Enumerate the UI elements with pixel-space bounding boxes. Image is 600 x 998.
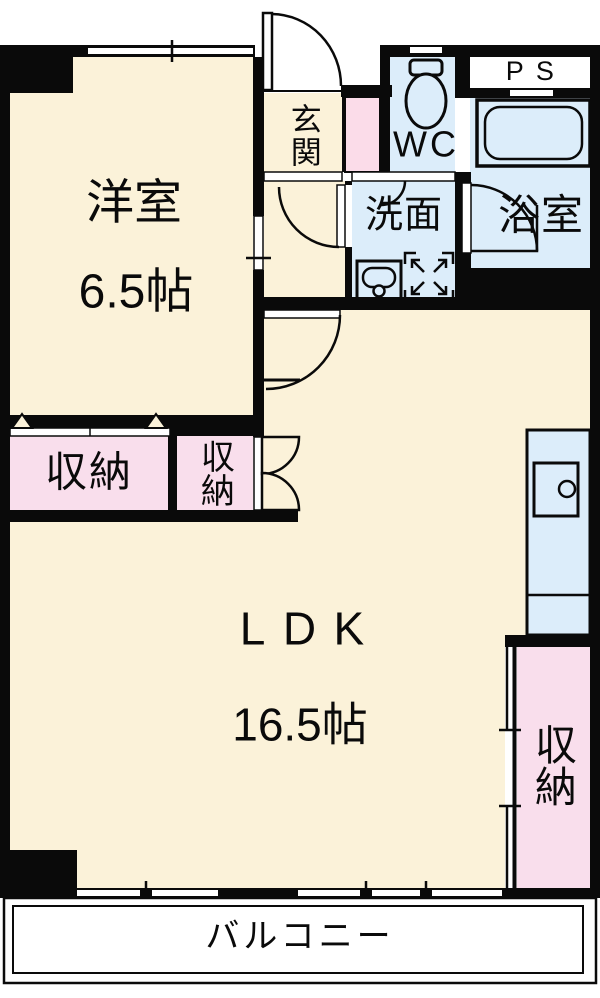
slider-marker bbox=[10, 412, 34, 429]
closet-kitchen-floor bbox=[515, 647, 590, 888]
ldk-size: 16.5帖 bbox=[232, 698, 368, 751]
wall-entrance-right-stub bbox=[341, 85, 392, 97]
ldk-label: LDK bbox=[239, 602, 382, 655]
balcony bbox=[2, 896, 598, 985]
pipe-space-label: PS bbox=[505, 56, 567, 87]
wall-bifold-top-stub bbox=[253, 415, 264, 437]
balcony-label: バルコニー bbox=[205, 917, 395, 956]
entrance-threshold bbox=[263, 171, 343, 182]
entrance-door bbox=[261, 11, 343, 92]
wall-wc-left bbox=[380, 45, 390, 181]
window-ldk-bottom-2 bbox=[152, 890, 218, 896]
wall-wc-ps-divider bbox=[455, 45, 470, 98]
toilet-icon bbox=[404, 58, 448, 130]
washroom-threshold bbox=[351, 171, 456, 182]
wall-bath-door-top bbox=[462, 172, 471, 183]
wc-door-arc bbox=[380, 180, 407, 207]
washroom-doorway bbox=[345, 185, 352, 247]
bathroom-floor bbox=[470, 98, 590, 268]
wall-western-bottom bbox=[10, 415, 253, 428]
bathroom-door bbox=[470, 183, 539, 253]
slider-marker bbox=[144, 412, 168, 429]
western-doorway bbox=[253, 215, 264, 271]
closet-sub-label: 収納 bbox=[195, 439, 234, 507]
window-ldk-bottom-4 bbox=[372, 890, 420, 896]
pipe-space-floor bbox=[470, 57, 590, 88]
entrance-floor bbox=[264, 93, 342, 172]
door-swings bbox=[261, 11, 539, 391]
closet-main-floor bbox=[10, 436, 168, 510]
western-room-label: 洋室 bbox=[85, 176, 183, 230]
wall-corner-block-sw bbox=[8, 850, 77, 893]
window-wc-top bbox=[410, 47, 442, 53]
washroom-door-leaf bbox=[336, 184, 346, 248]
bathroom-doorway bbox=[461, 182, 472, 254]
entrance-door-arc bbox=[271, 12, 343, 87]
kitchen-sink-icon bbox=[532, 461, 580, 518]
ldk-door bbox=[264, 314, 342, 391]
entrance-side-strip bbox=[344, 96, 381, 173]
wall-bath-bottom-block bbox=[463, 268, 590, 310]
ldk-threshold bbox=[263, 309, 341, 319]
western-room-size: 6.5帖 bbox=[78, 265, 194, 319]
wall-hallway-bottom bbox=[253, 297, 351, 310]
entrance-label: 玄関 bbox=[285, 103, 321, 169]
bathroom-door-arc bbox=[470, 183, 539, 252]
wall-closet-bottom bbox=[0, 510, 298, 522]
wall-ldk-bottom bbox=[10, 888, 505, 898]
washroom-door-arc bbox=[277, 186, 340, 249]
washroom-floor bbox=[352, 181, 455, 297]
washroom-label: 洗面 bbox=[364, 194, 444, 237]
wall-right bbox=[590, 45, 600, 898]
ldk-floor-lower bbox=[10, 522, 590, 888]
closet-main-label: 収納 bbox=[44, 448, 134, 496]
floor-fills bbox=[10, 57, 590, 888]
bathroom-label: 浴室 bbox=[497, 191, 585, 239]
bifold-closet-door bbox=[253, 435, 301, 512]
wall-closet-divider bbox=[168, 436, 177, 510]
ps-hatch bbox=[510, 90, 553, 96]
ldk-door-arc bbox=[265, 314, 342, 391]
openings bbox=[77, 40, 553, 905]
closet-kitchen-partition bbox=[499, 647, 521, 888]
kitchen-counter bbox=[525, 428, 592, 637]
washbasin-icon bbox=[355, 259, 403, 303]
window-western-top bbox=[88, 48, 253, 54]
window-ldk-bottom-1 bbox=[77, 890, 140, 896]
wall-western-right-mid bbox=[253, 270, 264, 297]
wall-entrance-strip-divider bbox=[342, 93, 345, 172]
wall-western-right-lower bbox=[253, 310, 264, 415]
wall-washroom-bath-divider bbox=[455, 172, 462, 310]
sliding-closet-door bbox=[9, 412, 171, 437]
wc-label: WC bbox=[393, 123, 459, 165]
window-ldk-bottom-3 bbox=[298, 890, 360, 896]
wall-western-bottom-right bbox=[170, 428, 253, 436]
western-room-floor bbox=[10, 57, 253, 415]
wall-left bbox=[0, 45, 10, 898]
wall-washroom-bottom bbox=[345, 297, 463, 310]
hallway-floor bbox=[264, 181, 345, 297]
wall-corner-block-nw bbox=[0, 45, 73, 93]
window-ldk-bottom-5 bbox=[432, 890, 502, 896]
closet-sub-floor bbox=[177, 436, 253, 510]
wall-closet-kitchen-bottom bbox=[505, 888, 600, 898]
walls bbox=[0, 45, 600, 898]
wall-western-right-upper bbox=[253, 57, 264, 216]
wall-kitchen-bottom bbox=[505, 635, 590, 647]
closet-kitchen-label: 収納 bbox=[529, 723, 577, 807]
